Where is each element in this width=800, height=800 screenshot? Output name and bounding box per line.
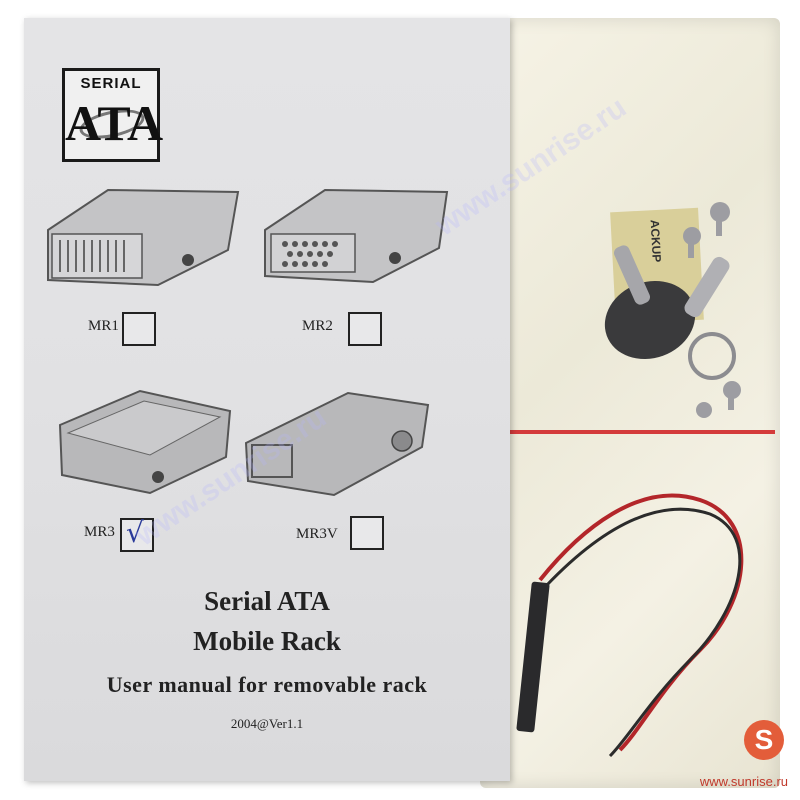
key-ring: [688, 332, 736, 380]
manual-title-line1: Serial ATA: [204, 586, 330, 616]
option-label-mr3: MR3: [84, 524, 115, 540]
check-mark-icon: √: [126, 516, 144, 549]
keys-and-screws: [604, 202, 741, 418]
rack-image-mr3v: [244, 391, 430, 497]
rack-image-mr2: [264, 188, 449, 284]
key-head: [604, 280, 696, 360]
option-label-mr3v: MR3V: [296, 526, 338, 542]
logo-top-text: SERIAL: [80, 75, 142, 92]
watermark-site: www.sunrise.ru: [699, 774, 788, 789]
rack-image-mr3: [58, 389, 232, 495]
option-checkbox-mr2: [348, 312, 382, 346]
manual-subtitle: User manual for removable rack: [106, 672, 428, 697]
key-blade: [614, 245, 650, 305]
logo-bottom-text: ATA: [65, 95, 164, 151]
option-checkbox-mr1: [122, 312, 156, 346]
bag-seal-stripe: [505, 430, 775, 434]
option-label-mr2: MR2: [302, 318, 333, 334]
option-checkbox-mr3v: [350, 516, 384, 550]
manual-version: 2004@Ver1.1: [230, 716, 304, 731]
rack-image-mr1: [47, 188, 240, 287]
sunrise-logo-icon: S: [744, 720, 784, 760]
option-label-mr1: MR1: [88, 318, 119, 334]
key-blade-2: [684, 256, 730, 318]
serial-ata-logo: SERIAL ATA: [62, 68, 164, 162]
screws: [683, 202, 741, 418]
cable-connector: [516, 581, 550, 733]
manual-title-line2: Mobile Rack: [193, 626, 341, 656]
option-checkbox-mr3: √: [120, 516, 154, 552]
sata-power-cable: [516, 493, 744, 758]
